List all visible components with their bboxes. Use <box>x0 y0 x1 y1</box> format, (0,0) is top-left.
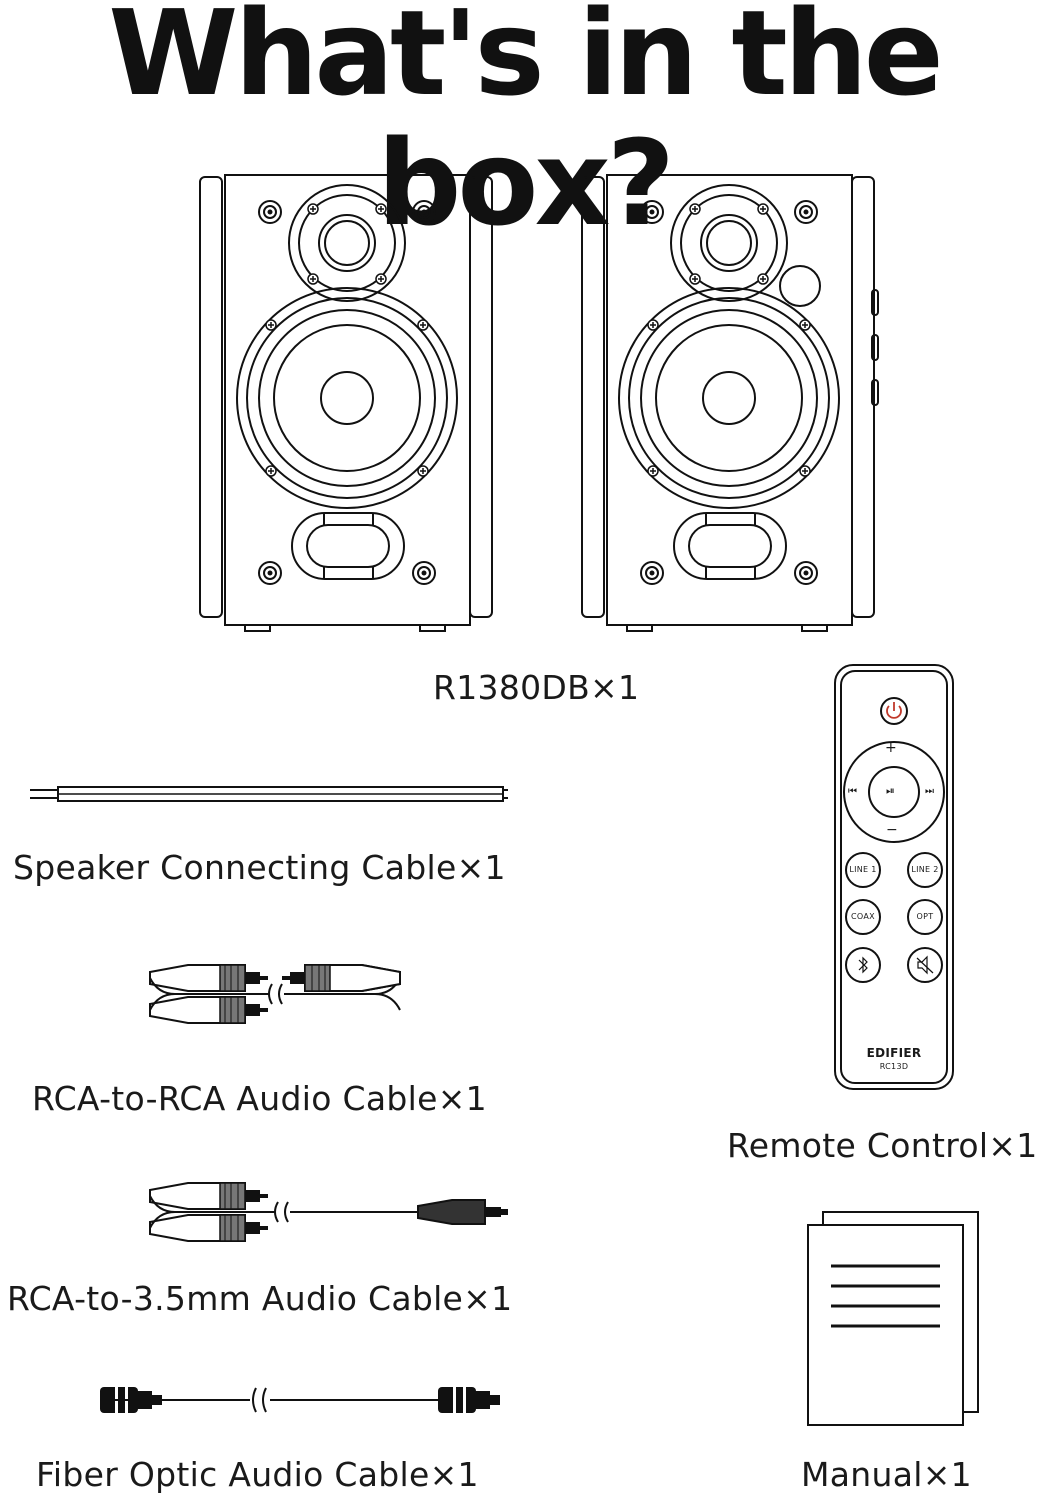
fiber-optic-cable-image <box>100 1387 500 1413</box>
manual-label: Manual×1 <box>801 1455 972 1494</box>
remote-line2-label: LINE 2 <box>911 865 939 874</box>
remote-brand-label: EDIFIER <box>866 1046 922 1060</box>
remote-prev-label: ⏮ <box>848 786 858 797</box>
remote-control-image <box>834 664 954 1090</box>
speaker-left <box>200 175 492 631</box>
remote-model-label: RC13D <box>879 1062 909 1071</box>
rca-to-35mm-cable-label: RCA-to-3.5mm Audio Cable×1 <box>7 1279 513 1318</box>
remote-line1-label: LINE 1 <box>849 865 877 874</box>
remote-play-label: ⏯ <box>886 784 896 797</box>
page-title: What's in the box? <box>108 0 944 252</box>
rca-to-35mm-cable-image <box>149 1182 508 1242</box>
rca-to-rca-cable-image <box>149 964 401 1024</box>
remote-plus-label: + <box>885 740 898 756</box>
fiber-optic-cable-label: Fiber Optic Audio Cable×1 <box>36 1455 479 1494</box>
remote-control-label: Remote Control×1 <box>727 1126 1038 1165</box>
rca-to-rca-cable-label: RCA-to-RCA Audio Cable×1 <box>32 1079 487 1118</box>
remote-opt-label: OPT <box>916 912 934 921</box>
remote-next-label: ⏭ <box>925 786 935 797</box>
remote-coax-label: COAX <box>851 912 875 921</box>
speaker-cable-label: Speaker Connecting Cable×1 <box>13 848 506 887</box>
manual-image <box>807 1211 979 1426</box>
speaker-cable-image <box>30 786 508 802</box>
speakers-label: R1380DB×1 <box>433 668 640 707</box>
remote-minus-label: − <box>886 822 899 838</box>
speaker-right <box>582 175 879 631</box>
